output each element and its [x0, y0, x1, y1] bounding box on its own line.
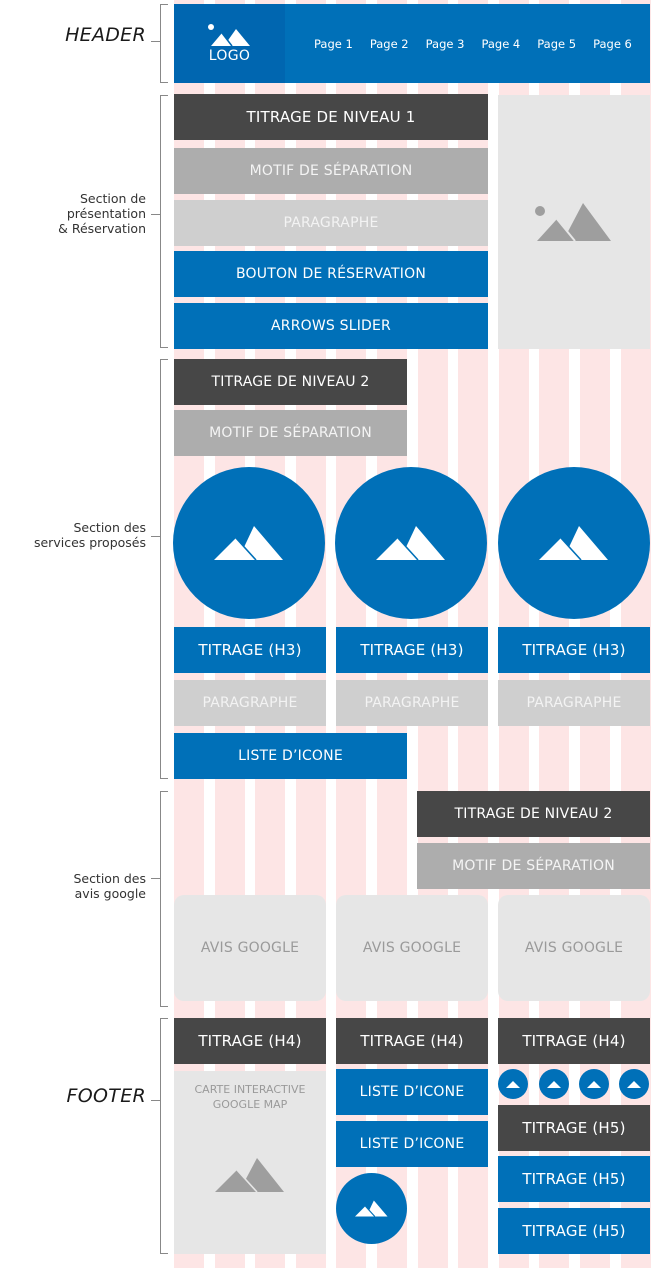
service-icon-circle: [498, 467, 650, 619]
header-bracket: [160, 4, 168, 83]
mountain-icon: [506, 1080, 520, 1088]
services-bracket: [160, 359, 168, 779]
service-paragraph: PARAGRAPHE: [174, 680, 326, 726]
arrows-slider[interactable]: ARROWS SLIDER: [174, 303, 488, 349]
map-label: CARTE INTERACTIVE GOOGLE MAP: [194, 1083, 306, 1111]
mountain-icon: [215, 1157, 284, 1193]
header-label: HEADER: [65, 24, 146, 46]
services-section-label: Section des services proposés: [33, 520, 146, 550]
presentation-section-label: Section de présentation & Réservation: [58, 191, 146, 236]
footer-icon-list: LISTE D’ICONE: [336, 1069, 488, 1115]
google-review-card: AVIS GOOGLE: [174, 895, 326, 1001]
mountain-icon: [539, 526, 608, 561]
header-bracket-tick: [151, 41, 160, 42]
icon-list: LISTE D’ICONE: [174, 733, 407, 779]
service-title-h3: TITRAGE (H3): [336, 627, 488, 673]
social-icon-button[interactable]: [539, 1069, 569, 1099]
service-paragraph: PARAGRAPHE: [498, 680, 650, 726]
google-review-card: AVIS GOOGLE: [498, 895, 650, 1001]
logo-text: LOGO: [208, 48, 251, 64]
service-icon-circle: [173, 467, 325, 619]
nav-item-page-2[interactable]: Page 2: [369, 36, 409, 51]
reviews-section-label: Section des avis google: [73, 871, 146, 901]
footer-icon-list: LISTE D’ICONE: [336, 1121, 488, 1167]
reviews-bracket: [160, 791, 168, 1007]
hero-image-placeholder: [498, 95, 650, 349]
nav-item-page-1[interactable]: Page 1: [314, 36, 353, 51]
mountain-icon: [587, 1080, 601, 1088]
services-bracket-tick: [151, 536, 160, 537]
presentation-bracket-tick: [151, 214, 160, 215]
footer-title-h5: TITRAGE (H5): [498, 1156, 650, 1202]
separator-pattern: MOTIF DE SÉPARATION: [174, 148, 488, 194]
main-nav: Page 1 Page 2 Page 3 Page 4 Page 5 Page …: [314, 4, 632, 83]
mountain-icon: [355, 1200, 388, 1217]
mountain-icon: [547, 1080, 561, 1088]
mountain-icon: [376, 526, 445, 561]
footer-title-h4: TITRAGE (H4): [174, 1018, 326, 1064]
service-paragraph: PARAGRAPHE: [336, 680, 488, 726]
reviews-bracket-tick: [151, 878, 160, 879]
google-map-placeholder[interactable]: [174, 1071, 326, 1254]
service-title-h3: TITRAGE (H3): [174, 627, 326, 673]
footer-title-h4: TITRAGE (H4): [336, 1018, 488, 1064]
header-bar: LOGO Page 1 Page 2 Page 3 Page 4 Page 5 …: [174, 4, 650, 83]
footer-icon-circle: [336, 1173, 407, 1244]
nav-item-page-5[interactable]: Page 5: [537, 36, 577, 51]
logo[interactable]: LOGO: [174, 4, 285, 83]
mountain-icon: [627, 1080, 641, 1088]
separator-pattern: MOTIF DE SÉPARATION: [417, 843, 650, 889]
nav-item-page-6[interactable]: Page 6: [593, 36, 632, 51]
google-review-card: AVIS GOOGLE: [336, 895, 488, 1001]
footer-title-h5: TITRAGE (H5): [498, 1105, 650, 1151]
mountain-icon: [214, 526, 283, 561]
booking-button[interactable]: BOUTON DE RÉSERVATION: [174, 251, 488, 297]
footer-bracket: [160, 1018, 168, 1254]
paragraph: PARAGRAPHE: [174, 200, 488, 246]
social-icon-button[interactable]: [619, 1069, 649, 1099]
footer-title-h4: TITRAGE (H4): [498, 1018, 650, 1064]
footer-label: FOOTER: [66, 1085, 146, 1107]
image-placeholder-icon: [207, 24, 250, 47]
separator-pattern: MOTIF DE SÉPARATION: [174, 410, 407, 456]
footer-title-h5: TITRAGE (H5): [498, 1208, 650, 1254]
social-icon-button[interactable]: [498, 1069, 528, 1099]
nav-item-page-3[interactable]: Page 3: [425, 36, 465, 51]
service-icon-circle: [335, 467, 487, 619]
footer-bracket-tick: [151, 1100, 160, 1101]
image-placeholder-icon: [535, 203, 611, 242]
heading-level-2: TITRAGE DE NIVEAU 2: [417, 791, 650, 837]
heading-level-2: TITRAGE DE NIVEAU 2: [174, 359, 407, 405]
heading-level-1: TITRAGE DE NIVEAU 1: [174, 94, 488, 140]
nav-item-page-4[interactable]: Page 4: [481, 36, 521, 51]
social-icon-button[interactable]: [579, 1069, 609, 1099]
service-title-h3: TITRAGE (H3): [498, 627, 650, 673]
presentation-bracket: [160, 95, 168, 348]
